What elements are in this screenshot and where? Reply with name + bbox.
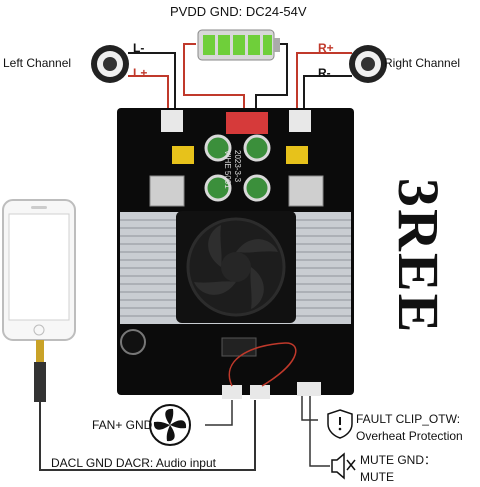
left-channel-label: Left Channel	[3, 56, 71, 70]
fan-label: FAN+ GND	[92, 418, 152, 432]
audio-jack-icon	[34, 340, 46, 402]
brand-logo: 3REE	[385, 178, 452, 334]
audio-input-label: DACL GND DACR: Audio input	[51, 456, 216, 470]
r-minus-label: R-	[318, 66, 331, 80]
right-channel-label: Right Channel	[384, 56, 460, 70]
fan-icon	[150, 405, 190, 445]
fan-connector	[222, 385, 242, 399]
board-code-2: 2023-3-3	[233, 150, 242, 182]
power-terminal	[226, 112, 268, 134]
fan-line	[205, 400, 232, 425]
right-speaker-icon	[349, 45, 387, 83]
l-minus-label: L-	[133, 41, 144, 55]
left-inductor	[150, 176, 184, 206]
left-terminal	[161, 110, 183, 132]
right-terminal	[289, 110, 311, 132]
right-filter-cap	[286, 146, 308, 164]
chip	[222, 338, 256, 356]
left-filter-cap	[172, 146, 194, 164]
right-inductor	[289, 176, 323, 206]
mute-label: MUTE GND：	[360, 453, 436, 467]
left-speaker-icon	[91, 45, 129, 83]
fault-label: FAULT CLIP_OTW:	[356, 412, 460, 426]
mute-label-2: MUTE	[360, 470, 394, 484]
battery-icon	[198, 30, 280, 60]
mute-icon	[332, 454, 355, 478]
r-plus-label: R+	[318, 41, 334, 55]
mute-line	[310, 396, 330, 466]
small-capacitor	[121, 330, 145, 354]
phone-icon	[3, 200, 75, 340]
control-connector	[297, 382, 321, 396]
cooling-fan	[176, 211, 296, 323]
overheat-label: Overheat Protection	[356, 429, 463, 443]
shield-warning-icon	[328, 410, 352, 438]
board-code-1: VIHE 5001	[223, 150, 232, 189]
l-plus-label: L+	[133, 66, 147, 80]
input-connector	[250, 385, 270, 399]
power-label: PVDD GND: DC24-54V	[170, 4, 307, 19]
